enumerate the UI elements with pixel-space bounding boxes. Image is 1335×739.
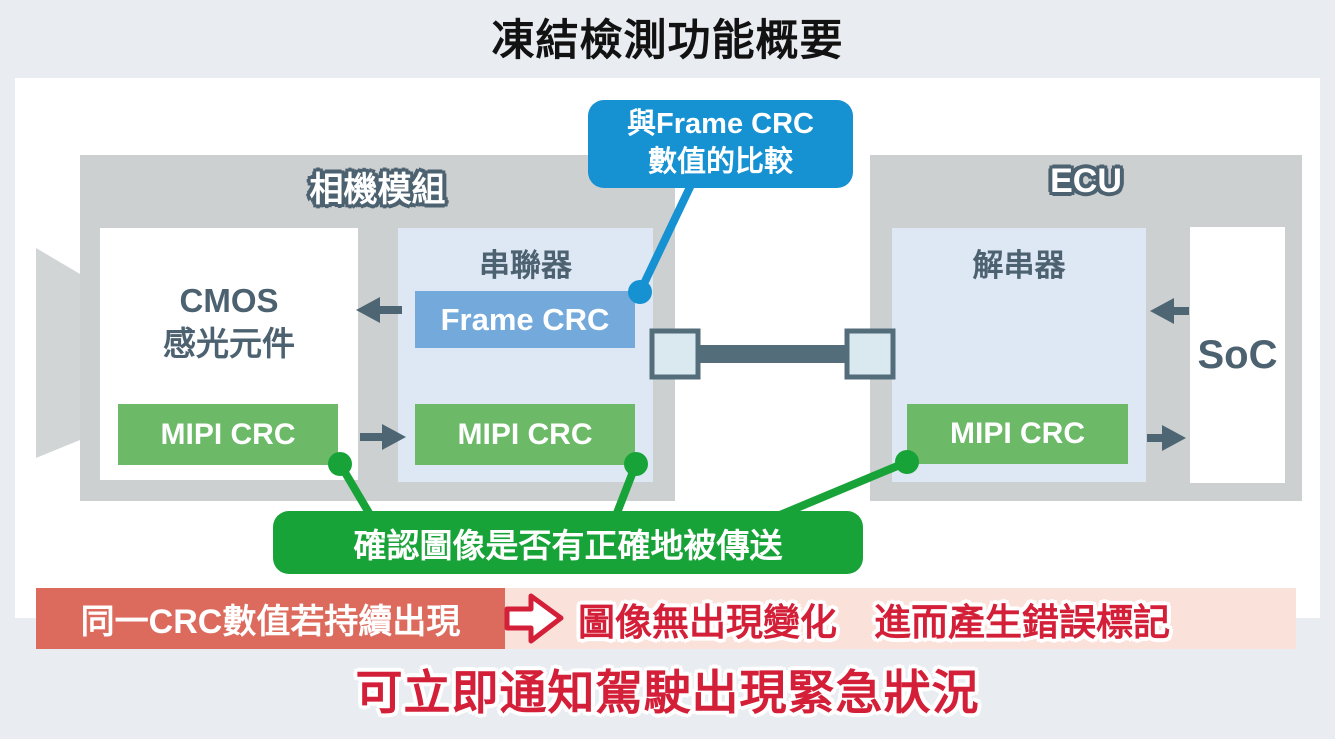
serializer-label: 串聯器	[479, 248, 572, 283]
mipi-crc-callout: 確認圖像是否有正確地被傳送	[273, 511, 863, 574]
condition-box: 同一CRC數值若持續出現	[36, 588, 505, 649]
soc-box: SoC	[1190, 227, 1285, 483]
conclusion-text: 可立即通知駕駛出現緊急狀況	[355, 666, 980, 719]
frame-crc-callout: 與Frame CRC 數值的比較	[588, 100, 853, 188]
ecu-mipi-crc-chip: MIPI CRC	[907, 404, 1128, 464]
frame-crc-callout-line2: 數值的比較	[647, 146, 793, 178]
page-title: 凍結檢測功能概要	[491, 17, 844, 65]
cmos-mipi-crc-chip: MIPI CRC	[118, 404, 338, 465]
ecu-label: ECU	[1050, 162, 1122, 200]
camera-module-label: 相機模組	[309, 171, 446, 209]
frame-crc-callout-line1: 與Frame CRC	[627, 108, 814, 141]
result-text: 圖像無出現變化 進而產生錯誤標記	[578, 601, 1170, 643]
serializer-mipi-crc-chip: MIPI CRC	[415, 404, 635, 465]
deserializer-label: 解串器	[972, 248, 1066, 283]
cmos-sensor-label: CMOS 感光元件	[100, 280, 358, 366]
cmos-sensor-label-line2: 感光元件	[163, 324, 295, 362]
cmos-sensor-label-line1: CMOS	[179, 282, 279, 319]
frame-crc-chip: Frame CRC	[415, 291, 635, 348]
